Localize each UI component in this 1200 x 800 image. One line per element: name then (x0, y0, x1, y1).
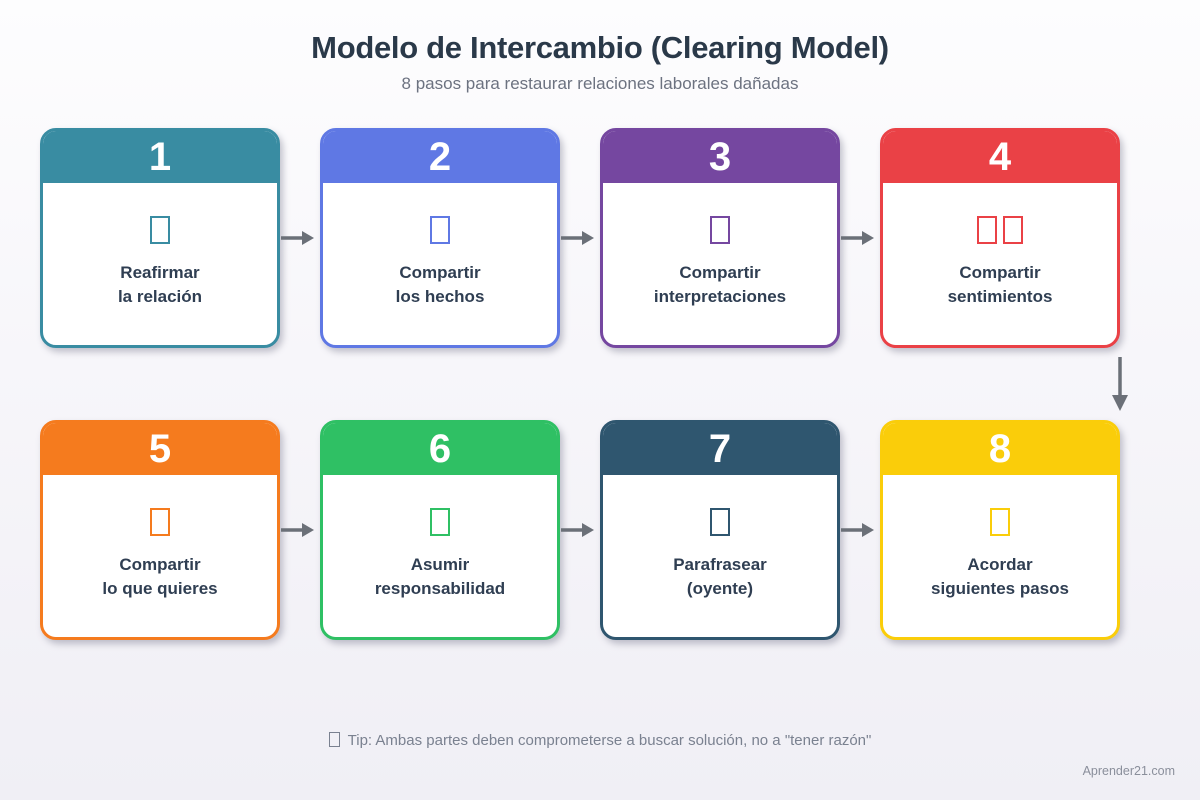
step-1-label: Reafirmar la relación (118, 261, 202, 309)
missing-glyph-icon (990, 508, 1010, 536)
step-1-body: Reafirmar la relación (43, 183, 277, 345)
flow-arrow-right-5-6 (281, 522, 315, 538)
step-card-6: 6 Asumir responsabilidad (320, 420, 560, 640)
missing-glyph-icon (430, 508, 450, 536)
step-8-body: Acordar siguientes pasos (883, 475, 1117, 637)
step-6-body: Asumir responsabilidad (323, 475, 557, 637)
step-card-2: 2 Compartir los hechos (320, 128, 560, 348)
step-1-header: 1 (43, 131, 277, 183)
missing-glyph-box (710, 216, 730, 244)
footer-credit: Aprender21.com (1082, 764, 1175, 778)
step-7-number: 7 (708, 427, 732, 471)
missing-glyph-box (150, 508, 170, 536)
step-card-7: 7 Parafrasear (oyente) (600, 420, 840, 640)
step-3-number: 3 (708, 135, 732, 179)
step-1-label-line2: la relación (117, 287, 203, 306)
step-8-header: 8 (883, 423, 1117, 475)
step-4-header: 4 (883, 131, 1117, 183)
flow-arrow-right-1-2 (281, 230, 315, 246)
missing-glyph-icon (150, 508, 170, 536)
step-5-body: Compartir lo que quieres (43, 475, 277, 637)
step-6-label-line2: responsabilidad (374, 579, 506, 598)
page-subtitle: 8 pasos para restaurar relaciones labora… (401, 74, 799, 93)
missing-glyph-icon (710, 216, 730, 244)
flow-arrow-right-7-8 (841, 522, 875, 538)
step-6-number: 6 (428, 427, 452, 471)
step-6-label: Asumir responsabilidad (375, 553, 505, 601)
missing-glyph-box (990, 508, 1010, 536)
flow-arrow-down-4-5 (1107, 357, 1133, 413)
step-5-header: 5 (43, 423, 277, 475)
step-4-label-line1: Compartir (959, 263, 1041, 282)
step-2-number: 2 (428, 135, 452, 179)
step-2-label: Compartir los hechos (396, 261, 485, 309)
flow-arrow-right-6-7 (561, 522, 595, 538)
missing-glyph-icon (977, 216, 1023, 244)
step-card-8: 8 Acordar siguientes pasos (880, 420, 1120, 640)
missing-glyph-box (1003, 216, 1023, 244)
step-7-body: Parafrasear (oyente) (603, 475, 837, 637)
step-8-number: 8 (988, 427, 1012, 471)
step-card-4: 4 Compartir sentimientos (880, 128, 1120, 348)
step-6-label-line1: Asumir (410, 555, 470, 574)
step-4-number: 4 (988, 135, 1012, 179)
step-3-label-line2: interpretaciones (653, 287, 787, 306)
tip-text: Tip: Ambas partes deben comprometerse a … (0, 732, 1200, 749)
missing-glyph-box (977, 216, 997, 244)
step-5-number: 5 (148, 427, 172, 471)
page-title: Modelo de Intercambio (Clearing Model) (311, 30, 889, 65)
step-card-3: 3 Compartir interpretaciones (600, 128, 840, 348)
step-4-label-line2: sentimientos (947, 287, 1053, 306)
step-8-label-line1: Acordar (967, 555, 1033, 574)
step-6-header: 6 (323, 423, 557, 475)
step-1-number: 1 (148, 135, 172, 179)
step-2-label-line2: los hechos (395, 287, 485, 306)
tip-text-content: Tip: Ambas partes deben comprometerse a … (347, 732, 872, 749)
step-3-body: Compartir interpretaciones (603, 183, 837, 345)
step-5-label-line1: Compartir (119, 555, 201, 574)
step-card-1: 1 Reafirmar la relación (40, 128, 280, 348)
step-2-body: Compartir los hechos (323, 183, 557, 345)
step-2-header: 2 (323, 131, 557, 183)
step-card-5: 5 Compartir lo que quieres (40, 420, 280, 640)
step-3-label-line1: Compartir (679, 263, 761, 282)
step-7-label: Parafrasear (oyente) (673, 553, 767, 601)
missing-glyph-box (150, 216, 170, 244)
step-8-label: Acordar siguientes pasos (931, 553, 1069, 601)
missing-glyph-icon (710, 508, 730, 536)
step-3-label: Compartir interpretaciones (654, 261, 786, 309)
step-5-label: Compartir lo que quieres (102, 553, 217, 601)
missing-glyph-icon (328, 732, 340, 747)
step-2-label-line1: Compartir (399, 263, 481, 282)
step-8-label-line2: siguientes pasos (931, 579, 1069, 598)
missing-glyph-icon (150, 216, 170, 244)
step-7-label-line2: (oyente) (686, 579, 754, 598)
missing-glyph-icon (430, 216, 450, 244)
step-7-header: 7 (603, 423, 837, 475)
flow-arrow-right-2-3 (561, 230, 595, 246)
step-3-header: 3 (603, 131, 837, 183)
flow-arrow-right-3-4 (841, 230, 875, 246)
missing-glyph-box (710, 508, 730, 536)
step-4-label: Compartir sentimientos (948, 261, 1053, 309)
missing-glyph-box (430, 216, 450, 244)
step-4-body: Compartir sentimientos (883, 183, 1117, 345)
step-1-label-line1: Reafirmar (120, 263, 200, 282)
step-5-label-line2: lo que quieres (102, 579, 218, 598)
step-7-label-line1: Parafrasear (673, 555, 767, 574)
missing-glyph-box (430, 508, 450, 536)
